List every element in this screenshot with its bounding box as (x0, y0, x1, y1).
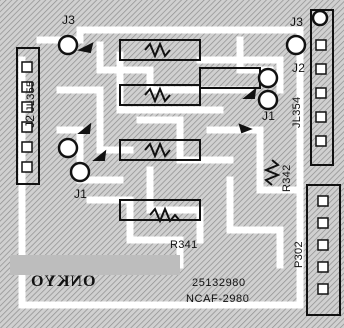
label-r342: R342 (281, 164, 293, 193)
label-j1-right: J1 (262, 109, 276, 123)
solder-pads (57, 9, 329, 183)
label-j2-left: J2 (23, 114, 37, 128)
silkscreen (16, 9, 341, 316)
label-j2-right: J2 (292, 61, 306, 75)
label-j3-right: J3 (290, 15, 304, 29)
label-j3-left: J3 (62, 13, 76, 27)
pin-pads (21, 39, 329, 295)
ground-plane (10, 255, 180, 275)
label-jl355: JL355 (25, 80, 37, 112)
label-jl354: JL354 (291, 96, 303, 128)
model-code: NCAF-2980 (186, 293, 250, 305)
label-r341: R341 (170, 239, 198, 251)
label-p302: P302 (293, 241, 305, 268)
part-number: 25132980 (192, 277, 246, 289)
label-j1-left: J1 (74, 187, 88, 201)
onkyo-logo: ONKYO (30, 273, 96, 290)
